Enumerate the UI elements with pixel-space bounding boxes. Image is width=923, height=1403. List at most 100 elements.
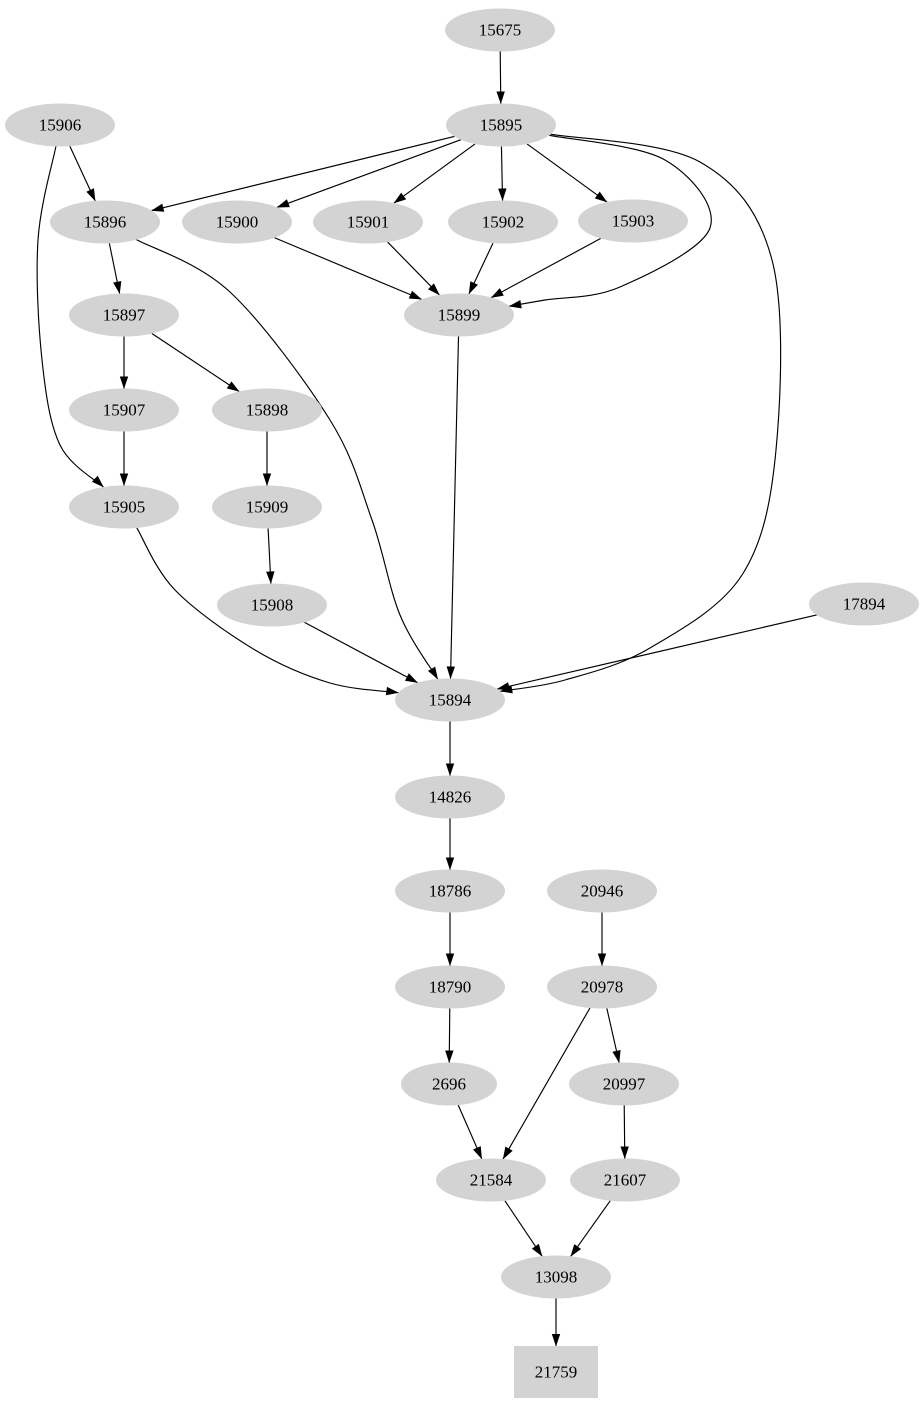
graph-node-15897: 15897 [69, 293, 179, 337]
edge-layer [36, 51, 817, 1347]
node-label-14826: 14826 [429, 788, 472, 807]
edge-15900-15899 [274, 237, 422, 300]
node-label-15899: 15899 [438, 306, 481, 325]
graph-node-17894: 17894 [809, 582, 919, 626]
graph-node-15895: 15895 [446, 103, 556, 147]
edge-15903-15899 [490, 237, 602, 299]
edge-15906-15905 [36, 146, 104, 488]
node-ellipse-2696 [401, 1062, 497, 1106]
node-label-20946: 20946 [581, 882, 624, 901]
node-ellipse-15898 [212, 388, 322, 432]
node-ellipse-15894 [395, 678, 505, 722]
node-ellipse-15902 [448, 200, 558, 244]
node-ellipse-20978 [547, 965, 657, 1009]
edge-15908-15894 [304, 621, 418, 684]
graph-node-20997: 20997 [569, 1062, 679, 1106]
graph-node-20978: 20978 [547, 965, 657, 1009]
node-ellipse-15903 [578, 199, 688, 243]
edge-17894-15894 [496, 614, 817, 691]
node-label-15903: 15903 [612, 212, 655, 231]
node-label-21607: 21607 [604, 1171, 647, 1190]
node-ellipse-20946 [547, 869, 657, 913]
edge-15895-15894 [499, 133, 782, 694]
node-label-15909: 15909 [246, 498, 289, 517]
node-label-15908: 15908 [251, 596, 294, 615]
node-label-15897: 15897 [103, 306, 146, 325]
node-label-15900: 15900 [216, 213, 259, 232]
node-label-2696: 2696 [432, 1075, 466, 1094]
edge-15896-15897 [108, 243, 122, 295]
graph-node-21584: 21584 [436, 1158, 546, 1202]
edge-15895-15900 [276, 139, 462, 208]
edge-21607-13098 [570, 1200, 611, 1257]
graph-node-15898: 15898 [212, 388, 322, 432]
edge-15895-15896 [151, 135, 455, 212]
graph-node-15906: 15906 [5, 103, 115, 147]
node-label-21759: 21759 [535, 1363, 578, 1382]
graph-node-14826: 14826 [395, 775, 505, 819]
graph-node-2696: 2696 [401, 1062, 497, 1106]
graph-node-18790: 18790 [395, 965, 505, 1009]
graph-node-15905: 15905 [69, 485, 179, 529]
edge-20997-21607 [620, 1105, 629, 1159]
graph-node-21607: 21607 [570, 1158, 680, 1202]
node-ellipse-18786 [395, 869, 505, 913]
node-label-15907: 15907 [103, 401, 146, 420]
node-ellipse-13098 [501, 1255, 611, 1299]
edge-20978-21584 [502, 1007, 591, 1160]
edge-15895-15903 [526, 143, 608, 203]
node-label-15906: 15906 [39, 116, 82, 135]
node-ellipse-14826 [395, 775, 505, 819]
graph-node-15894: 15894 [395, 678, 505, 722]
node-ellipse-15908 [217, 583, 327, 627]
node-label-15894: 15894 [429, 691, 472, 710]
edge-15905-15894 [136, 527, 399, 696]
node-box-21759 [514, 1346, 598, 1398]
node-ellipse-15899 [404, 293, 514, 337]
node-ellipse-20997 [569, 1062, 679, 1106]
graph-node-18786: 18786 [395, 869, 505, 913]
graph-node-15908: 15908 [217, 583, 327, 627]
node-label-15901: 15901 [347, 213, 390, 232]
node-ellipse-15905 [69, 485, 179, 529]
edge-15896-15894 [136, 239, 439, 680]
edge-15897-15898 [151, 333, 240, 392]
edge-18790-2696 [445, 1008, 454, 1063]
node-ellipse-15897 [69, 293, 179, 337]
node-ellipse-18790 [395, 965, 505, 1009]
graph-node-15902: 15902 [448, 200, 558, 244]
graph-node-20946: 20946 [547, 869, 657, 913]
node-label-15896: 15896 [84, 213, 127, 232]
graph-node-15900: 15900 [182, 200, 292, 244]
node-ellipse-15909 [212, 485, 322, 529]
graph-node-13098: 13098 [501, 1255, 611, 1299]
node-ellipse-21607 [570, 1158, 680, 1202]
node-label-20978: 20978 [581, 978, 624, 997]
graph-node-15675: 15675 [445, 8, 555, 52]
node-ellipse-15895 [446, 103, 556, 147]
node-ellipse-15907 [69, 388, 179, 432]
graph-node-15899: 15899 [404, 293, 514, 337]
node-label-13098: 13098 [535, 1268, 578, 1287]
node-label-18786: 18786 [429, 882, 472, 901]
edge-15902-15899 [468, 242, 494, 295]
edge-21584-13098 [504, 1200, 543, 1257]
node-ellipse-15906 [5, 103, 115, 147]
edge-2696-21584 [457, 1104, 483, 1160]
node-label-20997: 20997 [603, 1075, 646, 1094]
node-ellipse-21584 [436, 1158, 546, 1202]
graph-node-15901: 15901 [313, 200, 423, 244]
graph-node-21759: 21759 [514, 1346, 598, 1398]
edge-15895-15902 [498, 146, 507, 202]
node-ellipse-15901 [313, 200, 423, 244]
graph-node-15903: 15903 [578, 199, 688, 243]
node-ellipse-17894 [809, 582, 919, 626]
node-label-15898: 15898 [246, 401, 289, 420]
graph-node-15907: 15907 [69, 388, 179, 432]
edge-15895-15901 [393, 143, 476, 204]
graph-node-15909: 15909 [212, 485, 322, 529]
edge-15901-15899 [387, 241, 440, 296]
node-label-17894: 17894 [843, 595, 886, 614]
